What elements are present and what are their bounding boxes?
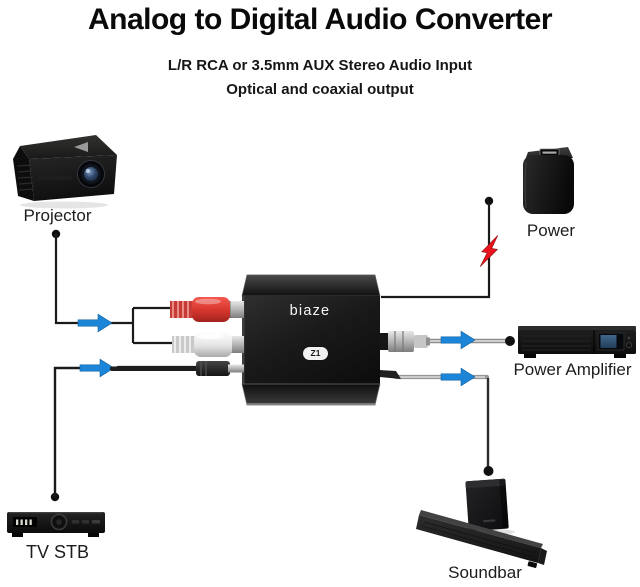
- rca-plug-white: [172, 332, 232, 357]
- power-label: Power: [526, 221, 576, 240]
- flow-arrow-icon: [440, 367, 476, 387]
- flow-arrow-icon: [440, 330, 476, 350]
- soundbar-label: Soundbar: [448, 563, 522, 582]
- subwoofer: [465, 478, 509, 532]
- converter-brand: biaze: [289, 303, 331, 319]
- tv-stb-label: TV STB: [25, 542, 89, 562]
- power-lightning-icon: [479, 235, 499, 267]
- rca-plug-red: [170, 297, 230, 322]
- tv-stb-image: [4, 502, 108, 549]
- page-title: Analog to Digital Audio Converter: [87, 3, 553, 36]
- cable-optical-to-amplifier: [423, 336, 515, 346]
- power-amplifier-label: Power Amplifier: [513, 360, 632, 379]
- power-adapter-image: [516, 138, 584, 225]
- optical-plug: [380, 331, 430, 352]
- flow-arrow-icon: [79, 358, 115, 378]
- power-amplifier-image: [516, 320, 640, 367]
- aux-plug: [110, 361, 244, 376]
- projector-image: [4, 128, 120, 215]
- converter-model-badge: Z1: [303, 347, 328, 360]
- projector-label: Projector: [23, 206, 92, 225]
- soundbar-image: [416, 468, 556, 583]
- subtitle-line2: Optical and coaxial output: [226, 81, 414, 98]
- coaxial-plug: [380, 370, 401, 379]
- converter-image: biaze Z1: [110, 270, 430, 410]
- flow-arrow-icon: [77, 313, 113, 333]
- subtitle-line1: L/R RCA or 3.5mm AUX Stereo Audio Input: [167, 57, 473, 74]
